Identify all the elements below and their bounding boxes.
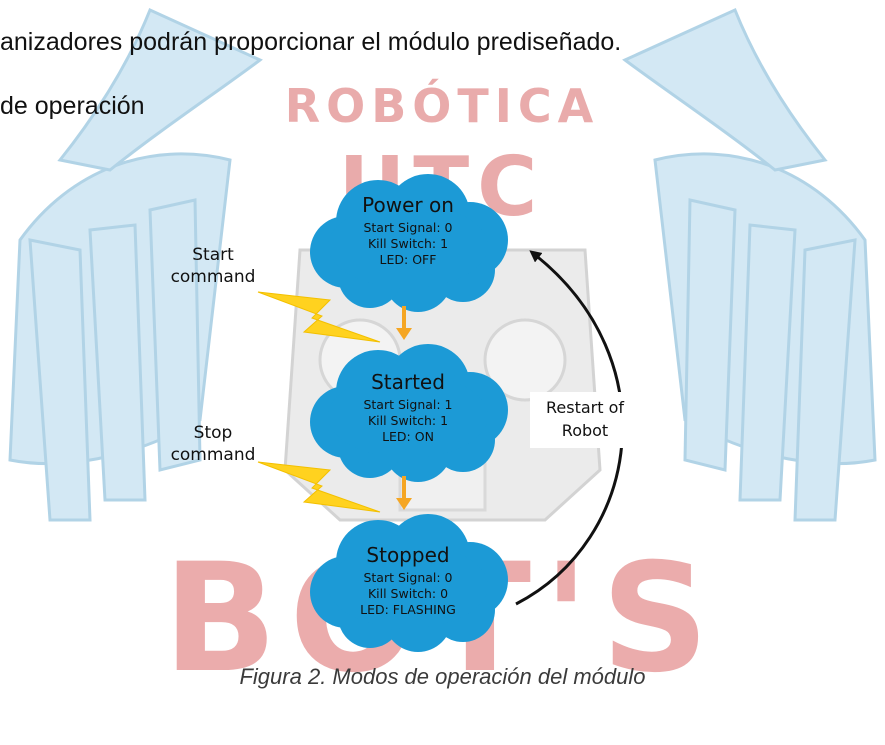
watermark-top-text: ROBÓTICA: [285, 79, 600, 133]
state-title: Stopped: [366, 543, 450, 567]
transition-arrow-stop: [396, 476, 412, 510]
lightning-start-icon: [257, 291, 381, 343]
lightning-stop-icon: [257, 461, 381, 513]
state-title: Power on: [362, 193, 454, 217]
watermark-logo: ROBÓTICA UTC BOT'S: [8, 7, 877, 706]
transition-arrow-start: [396, 306, 412, 340]
state-power-on-text: Power on Start Signal: 0 Kill Switch: 1 …: [330, 193, 486, 268]
restart-label-line-2: Robot: [561, 421, 609, 440]
left-wing-graphic: [8, 7, 263, 522]
state-line: Start Signal: 1: [363, 397, 453, 412]
state-line: Start Signal: 0: [363, 220, 453, 235]
restart-label-line-1: Restart of: [545, 398, 624, 417]
start-command-label: Start command: [168, 244, 258, 288]
restart-label: Restart of Robot: [530, 392, 640, 448]
state-line: Kill Switch: 0: [367, 586, 449, 601]
state-stopped-text: Stopped Start Signal: 0 Kill Switch: 0 L…: [330, 543, 486, 618]
state-line: LED: ON: [382, 429, 434, 444]
state-started-text: Started Start Signal: 1 Kill Switch: 1 L…: [330, 370, 486, 445]
figure-caption: Figura 2. Modos de operación del módulo: [239, 664, 646, 689]
stop-label-line-2: command: [170, 445, 256, 465]
body-text-line: anizadores podrán proporcionar el módulo…: [0, 28, 622, 56]
start-label-line-2: command: [170, 267, 256, 287]
stop-label-line-1: Stop: [193, 423, 233, 443]
state-line: LED: FLASHING: [360, 602, 456, 617]
state-title: Started: [371, 370, 445, 394]
state-line: Start Signal: 0: [363, 570, 453, 585]
section-heading-text: de operación: [0, 92, 145, 120]
state-line: Kill Switch: 1: [367, 236, 449, 251]
state-line: LED: OFF: [379, 252, 437, 267]
stop-command-label: Stop command: [168, 422, 258, 466]
start-label-line-1: Start: [192, 245, 234, 265]
right-wing-graphic: [622, 7, 877, 522]
state-line: Kill Switch: 1: [367, 413, 449, 428]
